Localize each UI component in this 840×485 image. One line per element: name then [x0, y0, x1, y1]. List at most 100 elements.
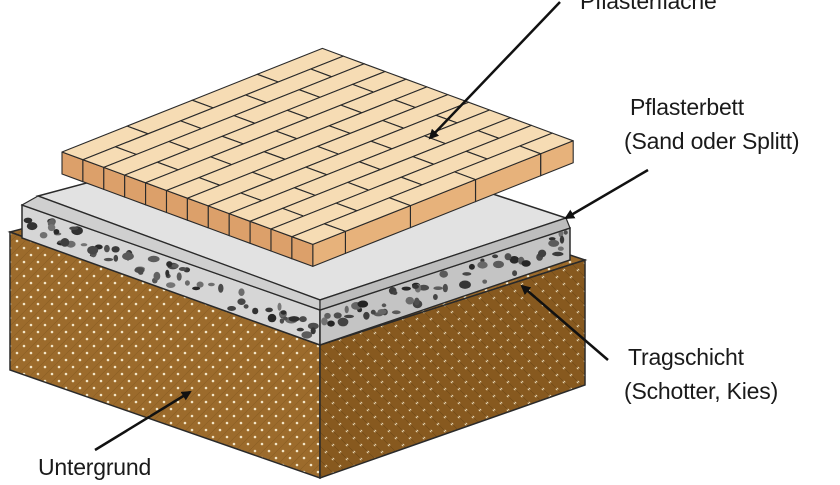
- gravel-pebble: [53, 229, 60, 235]
- gravel-pebble: [243, 304, 249, 309]
- gravel-pebble: [492, 254, 499, 259]
- gravel-pebble: [138, 269, 144, 275]
- gravel-pebble: [333, 312, 342, 319]
- label-tragschicht: Tragschicht: [628, 344, 744, 370]
- gravel-pebble: [184, 280, 190, 286]
- pointer-arrows: [94, 1, 649, 452]
- gravel-pebble: [442, 283, 448, 293]
- gravel-pebble: [69, 226, 79, 231]
- gravel-pebble: [548, 237, 556, 241]
- gravel-pebble: [307, 322, 319, 330]
- gravel-pebble: [165, 269, 170, 277]
- gravel-pebble: [301, 331, 313, 339]
- gravel-pebble: [104, 244, 110, 253]
- gravel-pebble: [433, 286, 443, 291]
- gravel-pebble: [238, 288, 245, 297]
- gravel-pebble: [296, 327, 304, 332]
- sand-right-face: [319, 217, 571, 311]
- gravel-pebble: [468, 263, 475, 270]
- arrow-untergrund: [94, 390, 192, 452]
- gravel-pebble: [176, 272, 182, 281]
- gravel-pebble: [391, 310, 401, 315]
- gravel-pebble: [23, 217, 33, 224]
- gravel-pebble: [122, 252, 134, 261]
- gravel-pebble: [477, 261, 488, 269]
- gravel-pebble: [288, 316, 300, 322]
- label-untergrund: Untergrund: [38, 454, 152, 480]
- gravel-pebble: [357, 300, 369, 308]
- gravel-pebble: [559, 235, 565, 244]
- gravel-pebble: [227, 306, 237, 311]
- gravel-pebble: [310, 327, 316, 335]
- gravel-pebble: [280, 310, 287, 315]
- gravel-pebble: [563, 230, 568, 235]
- gravel-pebble: [414, 297, 420, 306]
- arrow-tragschicht: [520, 284, 609, 361]
- gravel-pebble: [166, 282, 176, 288]
- gravel-pebble: [113, 254, 119, 262]
- gravel-pebble: [433, 294, 438, 300]
- gravel-pebble: [439, 270, 449, 278]
- gravel-pebble: [538, 249, 547, 258]
- gravel-pebble: [39, 232, 48, 239]
- gravel-pebble: [265, 307, 273, 313]
- gravel-pebble: [392, 290, 398, 295]
- gravel-pebble: [381, 303, 387, 308]
- gravel-pebble: [521, 260, 531, 267]
- gravel-pebble: [327, 320, 335, 327]
- gravel-pebble: [26, 222, 38, 231]
- paver-top-face: [291, 223, 346, 245]
- gravel-pebble: [493, 260, 504, 269]
- gravel-pebble: [548, 239, 560, 247]
- gravel-pebble: [171, 263, 179, 268]
- gravel-pebble: [299, 316, 307, 323]
- gravel-pebble: [80, 243, 88, 247]
- gravel-pebble: [370, 309, 376, 315]
- gravel-pebble: [218, 283, 224, 293]
- gravel-pebble: [111, 246, 120, 253]
- gravel-pebble: [60, 238, 70, 247]
- gravel-pebble: [558, 230, 564, 238]
- gravel-pebble: [277, 302, 282, 311]
- gravel-pebble: [283, 316, 288, 321]
- label-pflasterbett-detail: (Sand oder Splitt): [624, 128, 800, 154]
- arrow-pflasterflaeche: [428, 1, 561, 140]
- gravel-pebble: [344, 305, 349, 314]
- gravel-pebble: [412, 284, 419, 289]
- gravel-pebble: [267, 313, 277, 323]
- arrow-pflasterbett: [564, 168, 649, 220]
- gravel-pebble: [208, 282, 215, 287]
- gravel-pebble: [103, 257, 114, 262]
- soil-right-face: [319, 258, 586, 480]
- gravel-pebble: [401, 286, 411, 291]
- gravel-pebble: [459, 280, 471, 289]
- gravel-pebble: [153, 271, 161, 281]
- gravel-pebble: [405, 296, 415, 305]
- gravel-pebble: [178, 267, 187, 271]
- gravel-pebble: [337, 317, 349, 327]
- gravel-pebbles: [23, 217, 568, 339]
- gravel-pebble: [237, 298, 246, 306]
- gravel-pebble: [377, 309, 387, 315]
- gravel-pebble: [509, 255, 520, 264]
- gravel-pebble: [504, 253, 512, 261]
- gravel-pebble: [87, 245, 99, 255]
- tragschicht-layer: [21, 203, 571, 347]
- gravel-pebble: [147, 255, 160, 263]
- gravel-pebble: [557, 246, 564, 251]
- gravel-pebble: [512, 270, 518, 277]
- label-tragschicht-detail: (Schotter, Kies): [624, 378, 779, 404]
- label-pflasterflaeche: Pflasterfläche: [580, 0, 717, 14]
- gravel-pebble: [344, 314, 354, 319]
- gravel-pebble: [192, 286, 201, 291]
- label-pflasterbett: Pflasterbett: [630, 94, 744, 120]
- gravel-pebble: [252, 307, 259, 315]
- gravel-pebble: [47, 224, 56, 232]
- gravel-pebble: [462, 272, 472, 276]
- gravel-pebble: [196, 281, 204, 288]
- gravel-pebble: [166, 261, 173, 268]
- gravel-pebble: [418, 284, 430, 291]
- gravel-pebble: [482, 279, 488, 284]
